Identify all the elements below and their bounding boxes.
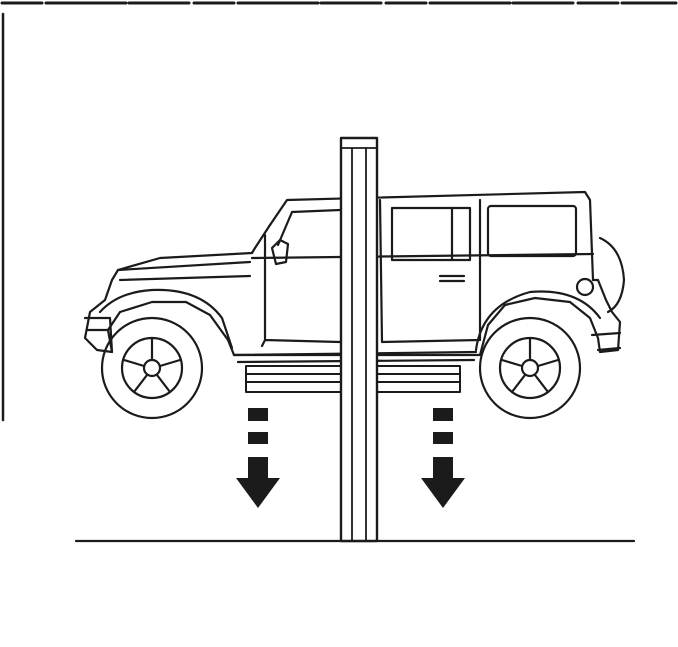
front-wheel — [102, 318, 202, 418]
down-arrow-icon — [236, 408, 280, 508]
vehicle-rear-door — [380, 200, 480, 342]
vehicle-side-window — [488, 206, 576, 256]
lift-post — [341, 138, 377, 541]
vehicle-rear-door-window — [392, 208, 470, 260]
vehicle-front-window — [278, 210, 340, 245]
vehicle-rear-fender — [476, 292, 600, 350]
rear-wheel — [480, 318, 580, 418]
vehicle-rear-bumper — [592, 333, 620, 350]
down-arrow-icon — [421, 408, 465, 508]
vehicle-fuel-cap — [577, 279, 593, 295]
vehicle-spare-tire — [600, 238, 624, 312]
vehicle-mirror — [272, 240, 288, 264]
vehicle-door-handle — [440, 276, 464, 281]
